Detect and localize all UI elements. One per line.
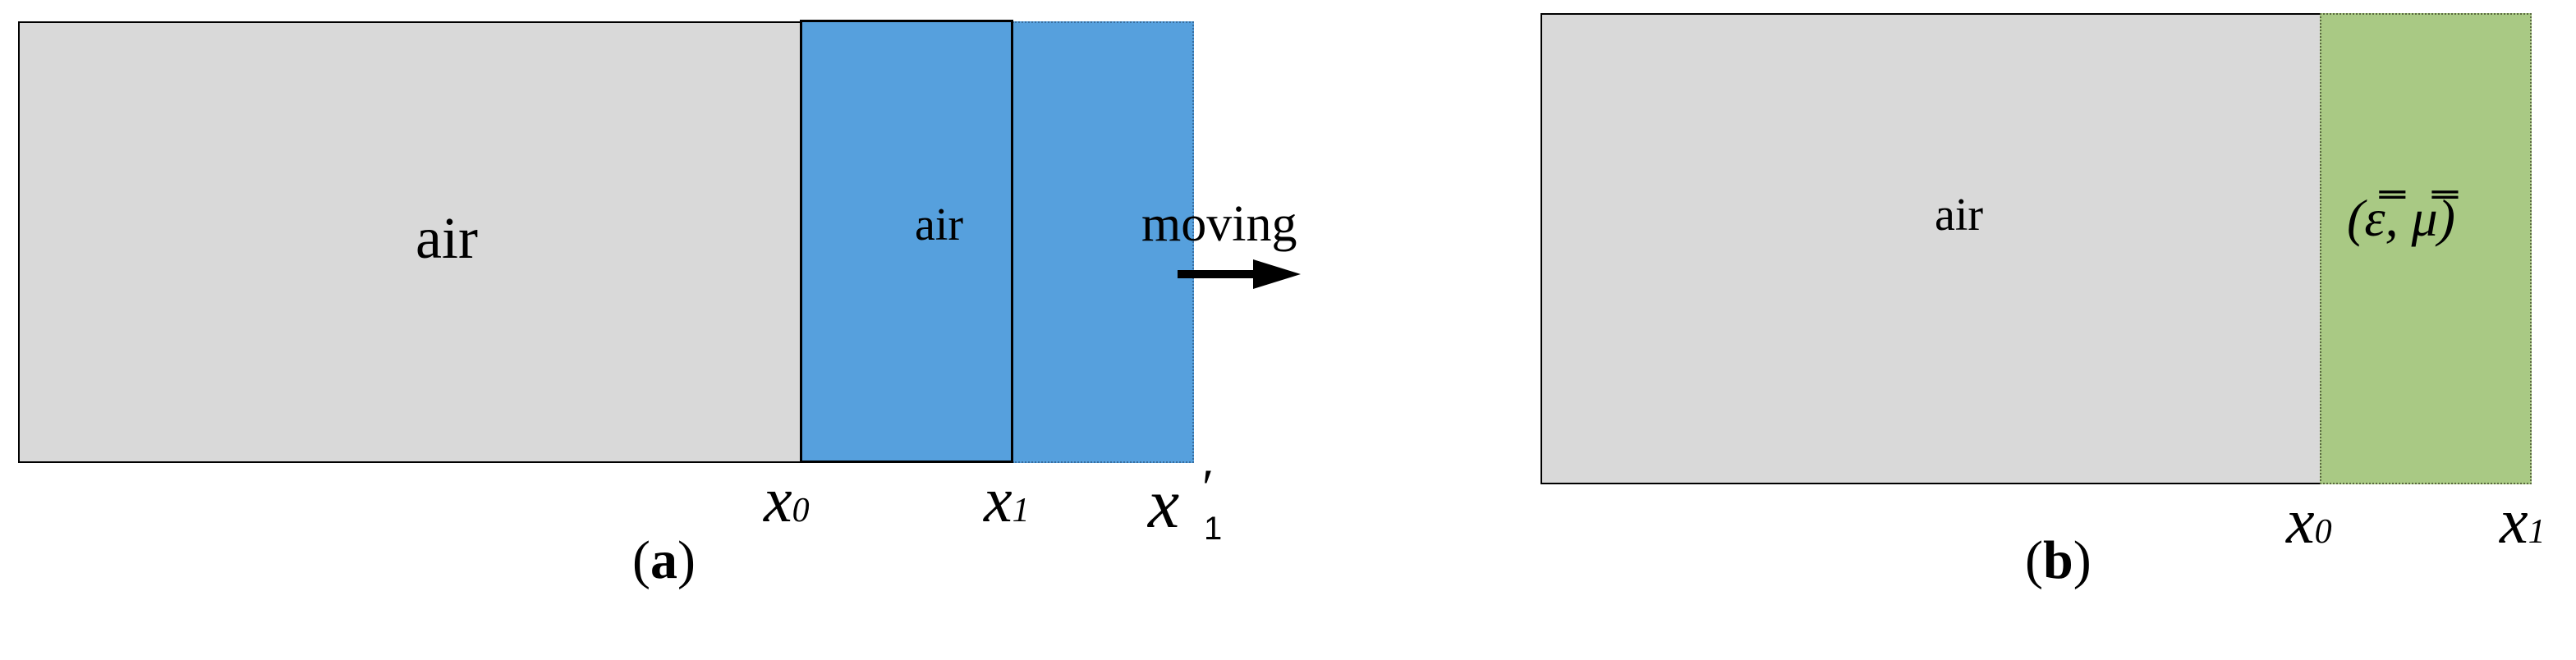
material-region — [2320, 13, 2532, 484]
x1-label-b: x1 — [2500, 489, 2546, 553]
x1-prime-label: x ′ 1 — [1148, 461, 1255, 563]
caption-a: (a) — [632, 534, 696, 588]
caption-b: (b) — [2025, 534, 2092, 588]
moving-slab — [800, 20, 1013, 463]
x0-label-b: x0 — [2286, 489, 2332, 553]
air-label-slab: air — [915, 199, 964, 250]
caption-b-close: ) — [2073, 530, 2092, 590]
moving-arrow — [1178, 259, 1301, 289]
x0-base-b: x — [2286, 485, 2315, 557]
air-region-b — [1541, 13, 2321, 484]
caption-b-open: ( — [2025, 530, 2043, 590]
material-label: (ε̿, μ̿) — [2347, 189, 2455, 247]
moving-slab-extension — [1012, 21, 1194, 463]
x1-base-a: x — [984, 464, 1012, 535]
x0-sub-b: 0 — [2314, 513, 2332, 551]
x1-label-a: x1 — [984, 468, 1030, 532]
caption-a-close: ) — [677, 530, 696, 590]
moving-label: moving — [1141, 196, 1297, 252]
caption-b-letter: b — [2042, 530, 2073, 590]
x1-base-b: x — [2500, 485, 2528, 557]
caption-a-open: ( — [632, 530, 650, 590]
air-label-b: air — [1935, 190, 1984, 241]
x1-prime-sub: 1 — [1204, 511, 1223, 547]
x1-sub-a: 1 — [1012, 492, 1030, 529]
x1-sub-b: 1 — [2528, 513, 2546, 551]
x0-base-a: x — [764, 464, 792, 535]
x0-label-a: x0 — [764, 468, 810, 532]
air-region-a — [18, 21, 801, 463]
x0-sub-a: 0 — [792, 492, 810, 529]
x1-prime-base: x — [1148, 464, 1180, 543]
air-label-left-a: air — [416, 205, 478, 271]
x1-prime-mark: ′ — [1199, 458, 1210, 516]
caption-a-letter: a — [650, 530, 677, 590]
